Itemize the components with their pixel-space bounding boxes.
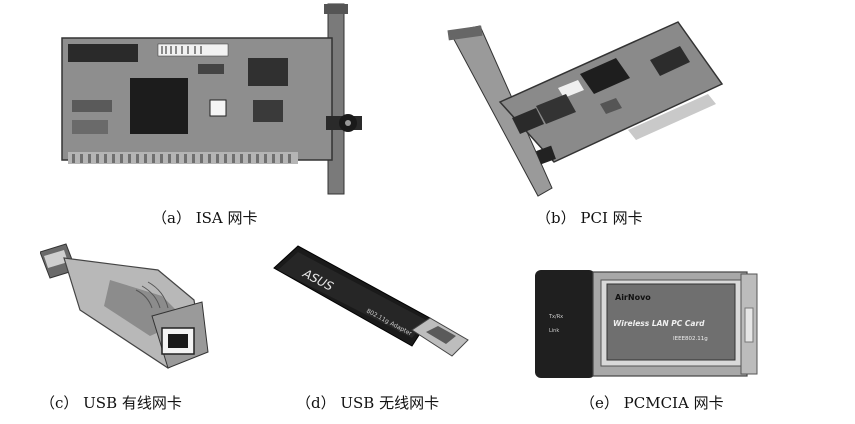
isa-main-chip bbox=[130, 78, 188, 134]
isa-network-card-photo bbox=[61, 3, 362, 195]
isa-edge-connector bbox=[68, 152, 298, 164]
pcmcia-standard: IEEE802.11g bbox=[673, 336, 708, 342]
pci-network-card-photo bbox=[447, 21, 724, 197]
caption-usb-wireless: （d） USB 无线网卡 bbox=[296, 394, 440, 412]
pci-board bbox=[498, 21, 724, 163]
caption-isa-card: （a） ISA 网卡 bbox=[152, 209, 258, 227]
airnovo-logo: AirNovo bbox=[615, 293, 651, 302]
pcmcia-label-sticker bbox=[606, 283, 736, 361]
usb-wireless-adapter-photo: ASUS 802.11g Adapter bbox=[273, 245, 469, 357]
pci-rj45-port bbox=[536, 145, 556, 165]
pcmcia-card-photo: Tx/Rx Link AirNovo Wireless LAN PC Card … bbox=[535, 270, 758, 378]
caption-pcmcia-card: （e） PCMCIA 网卡 bbox=[580, 394, 724, 412]
led-label-txrx: Tx/Rx bbox=[548, 314, 563, 320]
pcmcia-product-name: Wireless LAN PC Card bbox=[613, 319, 705, 328]
pcmcia-antenna-housing bbox=[535, 270, 595, 378]
pci-main-chip bbox=[580, 58, 630, 94]
caption-usb-wired: （c） USB 有线网卡 bbox=[40, 394, 182, 412]
usb-wired-adapter-photo bbox=[40, 243, 209, 369]
pci-edge-connector bbox=[628, 94, 716, 140]
caption-pci-card: （b） PCI 网卡 bbox=[536, 209, 643, 227]
led-label-link: Link bbox=[549, 328, 559, 334]
